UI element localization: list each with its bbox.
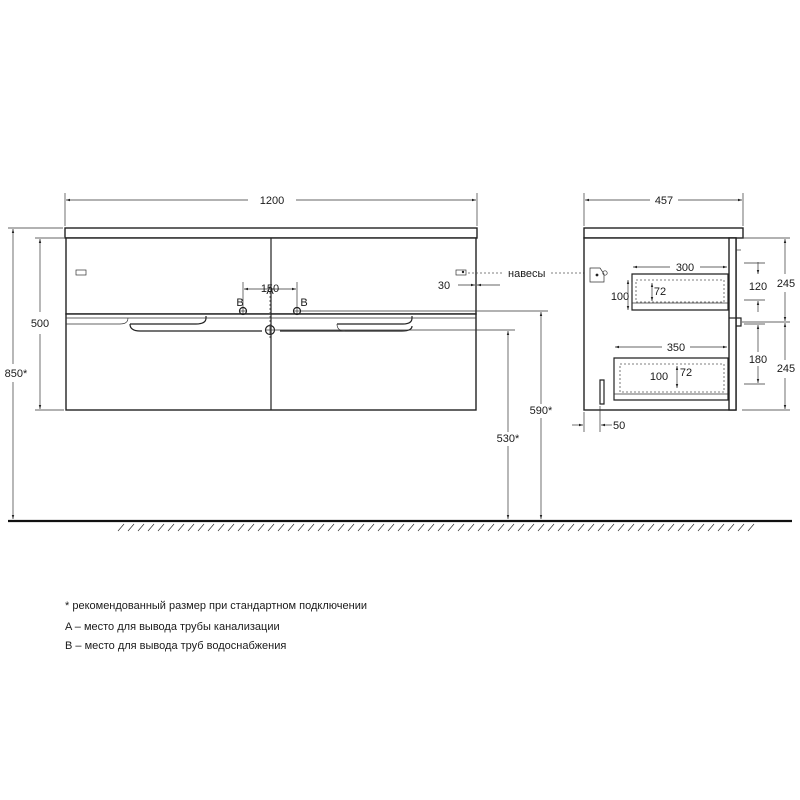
side-hinge-icon bbox=[589, 267, 605, 283]
handle-left-2 bbox=[129, 323, 262, 332]
side-back-plate bbox=[599, 379, 605, 405]
dim-top-drawer-height: 245 bbox=[777, 278, 795, 290]
dim-top-inner-v: 72 bbox=[654, 286, 666, 298]
dim-supply-height: 590* bbox=[530, 405, 553, 417]
dim-back-offset: 50 bbox=[613, 420, 625, 432]
hinge-left-icon bbox=[75, 269, 87, 276]
side-handle bbox=[736, 317, 742, 327]
note-recommended: * рекомендованный размер при стандартном… bbox=[65, 600, 367, 612]
side-bottom-drawer-inner bbox=[619, 363, 725, 393]
dim-bottom-inner-h: 100 bbox=[650, 371, 668, 383]
dim-top-drawer-depth: 120 bbox=[749, 281, 767, 293]
handle-right-1 bbox=[337, 316, 413, 325]
hinge-right-dot bbox=[461, 270, 465, 274]
hinge-right-icon bbox=[455, 269, 467, 276]
pipe-b-left-icon bbox=[238, 306, 248, 316]
front-countertop bbox=[64, 227, 478, 239]
label-hinges: навесы bbox=[508, 268, 546, 280]
side-view: 457 300 100 72 120 245 350 100 72 bbox=[572, 193, 795, 432]
label-b-left: B bbox=[236, 297, 243, 309]
note-drain: A – место для вывода трубы канализации bbox=[65, 621, 280, 633]
floor bbox=[8, 519, 792, 532]
dim-hinge-offset: 30 bbox=[438, 280, 450, 292]
dim-total-height: 850* bbox=[5, 368, 28, 380]
floor-hatch bbox=[117, 523, 755, 532]
dim-drain-height: 530* bbox=[497, 433, 520, 445]
side-bottom-drawer bbox=[613, 357, 729, 401]
side-front-panel bbox=[728, 237, 737, 411]
front-view: B B A 1200 150 500 850* 530* 590 bbox=[5, 193, 590, 519]
dim-bottom-drawer-depth: 180 bbox=[749, 354, 767, 366]
dim-width: 1200 bbox=[260, 195, 284, 207]
dim-bottom-drawer-width: 350 bbox=[667, 342, 685, 354]
side-top-drawer-inner bbox=[635, 279, 725, 303]
dim-side-depth: 457 bbox=[655, 195, 673, 207]
handle-right-edge bbox=[336, 323, 346, 332]
handle-left-1 bbox=[130, 316, 207, 325]
dim-bottom-drawer-height: 245 bbox=[777, 363, 795, 375]
dim-top-inner-h: 100 bbox=[611, 291, 629, 303]
side-countertop bbox=[583, 227, 744, 239]
dim-pipe-spacing: 150 bbox=[261, 283, 279, 295]
label-a: A bbox=[266, 285, 274, 297]
note-supply: B – место для вывода труб водоснабжения bbox=[65, 640, 287, 652]
dim-body-height: 500 bbox=[31, 318, 49, 330]
dim-top-drawer-width: 300 bbox=[676, 262, 694, 274]
side-body bbox=[583, 237, 737, 411]
dim-bottom-inner-v: 72 bbox=[680, 367, 692, 379]
label-b-right: B bbox=[300, 297, 307, 309]
handle-left-edge bbox=[66, 317, 129, 325]
side-top-drawer bbox=[631, 273, 729, 311]
pipe-b-right-icon bbox=[292, 306, 302, 316]
